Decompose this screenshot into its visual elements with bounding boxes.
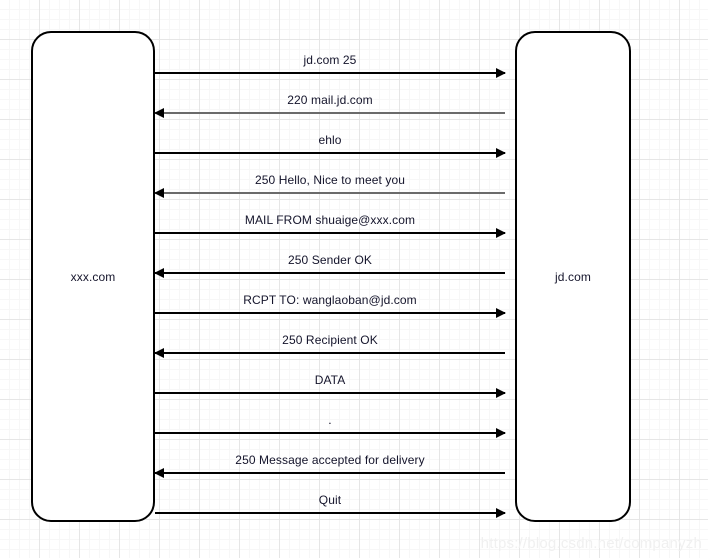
message-line bbox=[155, 232, 505, 234]
message-line bbox=[155, 472, 505, 474]
watermark-text: https://blog.csdn.net/companyzh bbox=[480, 535, 702, 552]
message-line bbox=[155, 392, 505, 394]
message-label: MAIL FROM shuaige@xxx.com bbox=[244, 213, 416, 227]
message-label: DATA bbox=[314, 373, 346, 387]
arrowhead-right-icon bbox=[496, 508, 506, 518]
message-label: Quit bbox=[318, 493, 342, 507]
message-line bbox=[155, 432, 505, 434]
message-line bbox=[155, 112, 505, 114]
message-line bbox=[155, 192, 505, 194]
message-label: 250 Recipient OK bbox=[282, 333, 378, 347]
message-label: jd.com 25 bbox=[303, 53, 357, 67]
message-line bbox=[155, 312, 505, 314]
lifeline-label-server: jd.com bbox=[555, 269, 591, 284]
arrowhead-left-icon bbox=[154, 468, 164, 478]
arrowhead-right-icon bbox=[496, 308, 506, 318]
lifeline-box-server[interactable]: jd.com bbox=[515, 31, 631, 522]
arrowhead-right-icon bbox=[496, 68, 506, 78]
arrowhead-right-icon bbox=[496, 228, 506, 238]
lifeline-box-client[interactable]: xxx.com bbox=[31, 31, 155, 522]
arrowhead-right-icon bbox=[496, 388, 506, 398]
arrowhead-right-icon bbox=[496, 428, 506, 438]
lifeline-label-client: xxx.com bbox=[70, 269, 116, 284]
message-line bbox=[155, 352, 505, 354]
arrowhead-left-icon bbox=[154, 268, 164, 278]
message-label: 250 Message accepted for delivery bbox=[235, 453, 425, 467]
message-line bbox=[155, 72, 505, 74]
message-label: RCPT TO: wanglaoban@jd.com bbox=[243, 293, 417, 307]
arrowhead-left-icon bbox=[154, 188, 164, 198]
message-line bbox=[155, 512, 505, 514]
message-label: ehlo bbox=[318, 133, 342, 147]
message-label: . bbox=[328, 413, 332, 427]
message-label: 220 mail.jd.com bbox=[287, 93, 373, 107]
arrowhead-left-icon bbox=[154, 108, 164, 118]
arrowhead-right-icon bbox=[496, 148, 506, 158]
message-line bbox=[155, 272, 505, 274]
arrowhead-left-icon bbox=[154, 348, 164, 358]
message-line bbox=[155, 152, 505, 154]
message-label: 250 Hello, Nice to meet you bbox=[254, 173, 406, 187]
message-label: 250 Sender OK bbox=[287, 253, 373, 267]
